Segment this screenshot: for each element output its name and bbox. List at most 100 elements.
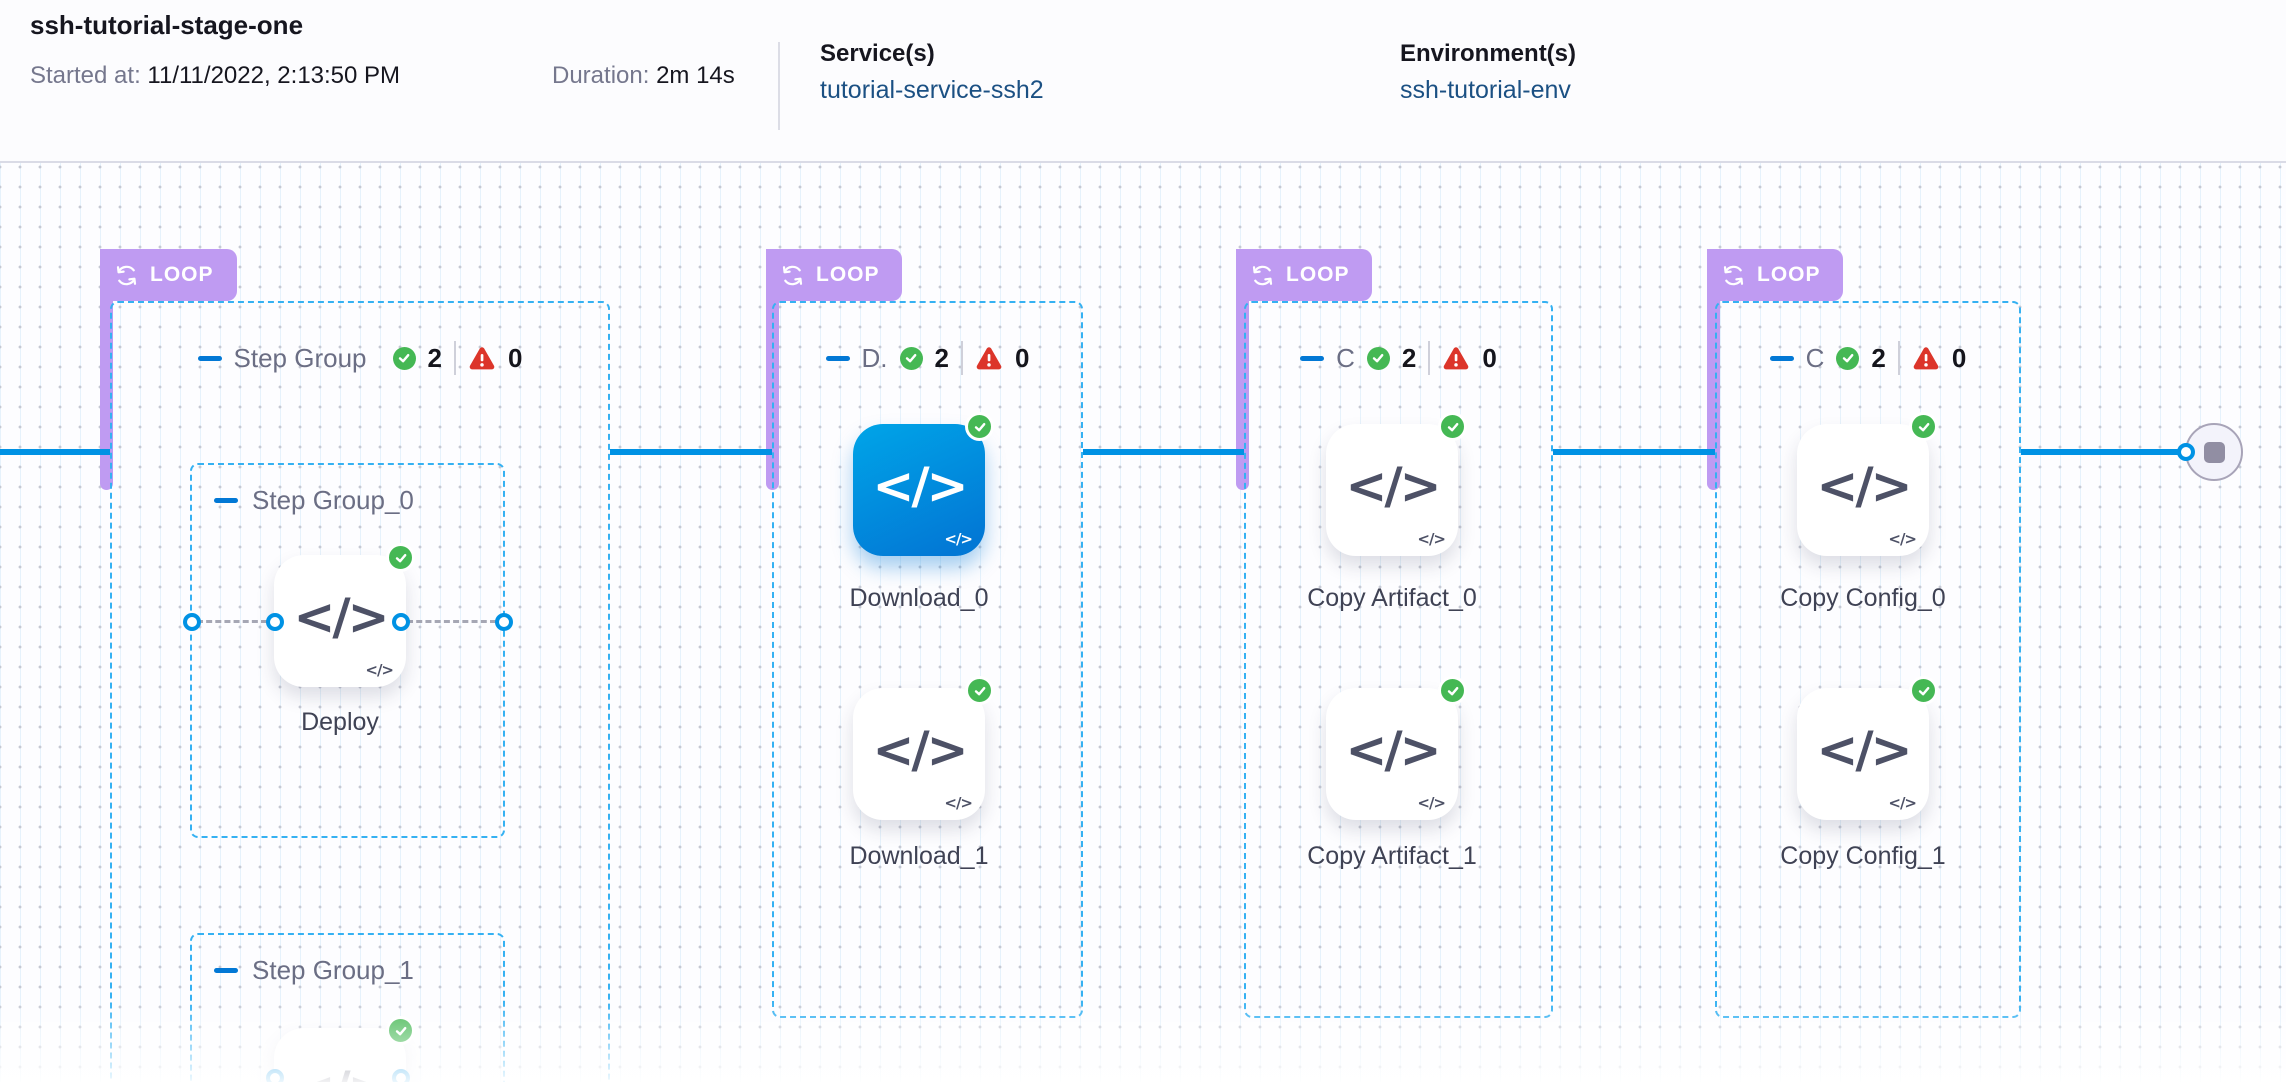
loop-badge[interactable]: LOOP [100,249,237,301]
loop-badge-label: LOOP [1757,263,1821,286]
step-card-copy-config-0[interactable]: </> </> [1797,412,1938,556]
success-icon [1909,412,1938,441]
success-icon [386,1016,415,1045]
count-separator [961,341,963,375]
step-card[interactable]: </> [274,1016,415,1082]
step-group-box[interactable]: Step Group 2 0 [110,301,610,1082]
success-icon [1438,412,1467,441]
connector-dashed [197,620,267,623]
copy-config-group-label: C [1805,342,1825,373]
collapse-minus-icon[interactable] [214,497,238,503]
code-icon: </> [293,1061,389,1082]
step-label: Download_0 [849,584,989,612]
download-group-box[interactable]: D. 2 0 [772,301,1083,1018]
collapse-minus-icon[interactable] [197,355,222,361]
step-label: Copy Config_0 [1780,584,1946,612]
warning-icon [1444,347,1469,370]
code-icon-small: </> [1417,794,1446,812]
services-label: Service(s) [820,40,935,67]
code-icon: </> [1816,457,1912,515]
loop-badge-label: LOOP [1286,263,1350,286]
failed-count: 0 [507,342,523,373]
code-icon: </> [1345,721,1441,779]
port-dot [2177,443,2195,461]
step-label: Copy Artifact_1 [1307,842,1477,870]
code-icon-small: </> [1417,530,1446,548]
code-icon-small: </> [1888,530,1917,548]
code-icon: </> [1816,721,1912,779]
failed-count: 0 [1015,342,1030,373]
service-link[interactable]: tutorial-service-ssh2 [820,76,1044,104]
edge-line [610,449,772,455]
edge-line [1083,449,1244,455]
port-dot [392,1069,410,1082]
loop-badge[interactable]: LOOP [766,249,902,301]
success-count: 2 [427,342,442,373]
collapse-minus-icon[interactable] [825,355,850,361]
stage-title: ssh-tutorial-stage-one [30,10,304,40]
warning-icon [976,347,1002,370]
started-at-label: Started at: [30,62,141,89]
loop-icon [116,265,137,285]
copy-artifact-group-label: C [1336,342,1355,373]
loop-badge-label: LOOP [816,263,880,286]
code-icon-small: </> [944,794,973,812]
loop-badge[interactable]: LOOP [1236,249,1372,301]
success-icon [386,543,415,572]
step-card-deploy[interactable]: </> </> [274,543,415,687]
step-group-0-box[interactable]: Step Group_0 [190,463,505,838]
code-icon-small: </> [1888,794,1917,812]
step-card-download-0[interactable]: </> </> [853,412,994,556]
environments-label: Environment(s) [1400,40,1577,67]
warning-icon [1913,347,1939,370]
loop-icon [1723,265,1744,285]
port-dot [266,1069,284,1082]
environment-link[interactable]: ssh-tutorial-env [1400,76,1571,104]
port-dot [183,613,201,631]
success-icon [1366,346,1390,370]
download-group-label: D. [861,342,888,373]
step-label: Copy Config_1 [1780,842,1946,870]
step-label: Copy Artifact_0 [1307,584,1477,612]
failed-count: 0 [1951,342,1967,373]
code-icon-small: </> [365,661,394,679]
duration: Duration: 2m 14s [552,62,735,90]
collapse-minus-icon[interactable] [214,967,238,973]
success-icon [965,676,994,705]
collapse-minus-icon[interactable] [1769,355,1794,361]
connector-dashed [407,620,496,623]
download-group-header: D. 2 0 [774,339,1081,377]
step-card-copy-artifact-1[interactable]: </> </> [1326,676,1467,820]
copy-config-group-header: C 2 0 [1717,339,2019,377]
step-card-copy-config-1[interactable]: </> </> [1797,676,1938,820]
collapse-minus-icon[interactable] [1300,355,1325,361]
code-icon-small: </> [944,530,973,548]
loop-icon [782,265,803,285]
failed-count: 0 [1482,342,1497,373]
copy-config-group-box[interactable]: C 2 0 [1715,301,2021,1018]
loop-badge-label: LOOP [150,263,214,286]
step-card-copy-artifact-0[interactable]: </> </> [1326,412,1467,556]
port-dot [266,613,284,631]
duration-value: 2m 14s [656,62,735,89]
code-icon: </> [293,588,389,646]
started-at-value: 11/11/2022, 2:13:50 PM [147,62,401,89]
pipeline-canvas[interactable]: LOOP Step Group 2 0 Step Group_0 [0,163,2286,1082]
loop-badge[interactable]: LOOP [1707,249,1843,301]
stop-icon [2203,441,2225,463]
step-group-header: Step Group 2 0 [112,339,608,377]
warning-icon [469,347,495,370]
header-divider [778,42,780,130]
copy-artifact-group-box[interactable]: C 2 0 [1244,301,1553,1018]
step-label: Deploy [301,708,379,736]
success-icon [965,412,994,441]
port-dot [495,613,513,631]
success-icon [1438,676,1467,705]
success-icon [899,346,923,370]
loop-icon [1252,265,1273,285]
edge-line [2021,449,2186,455]
step-card-download-1[interactable]: </> </> [853,676,994,820]
copy-artifact-group-header: C 2 0 [1246,339,1551,377]
edge-line [1553,449,1715,455]
